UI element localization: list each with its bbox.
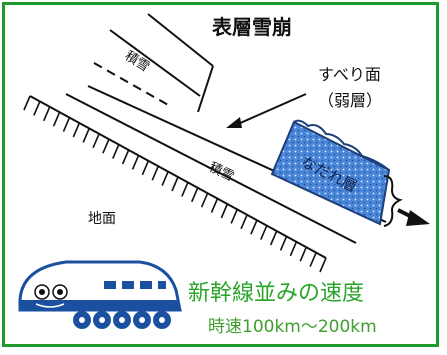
slip-surface-arrow (226, 93, 307, 128)
ground-hatch-tick (190, 187, 199, 203)
lower-snow-label: 積雪 (206, 160, 236, 185)
ground-label: 地面 (88, 211, 116, 227)
ground-hatch-tick (62, 117, 71, 132)
ground-hatch-tick (121, 149, 130, 165)
ground-hatch-tick (72, 122, 81, 138)
ground-hatch-tick (250, 219, 258, 235)
ground-hatch-tick (171, 176, 179, 192)
ground-hatch-tick (92, 133, 100, 149)
ground-hatch-tick (260, 225, 268, 240)
speed-title: 新幹線並みの速度 (188, 281, 364, 306)
slope-surface (65, 93, 357, 244)
ground-hatch-tick (112, 144, 120, 159)
slip-surface-label: すべり面 (318, 65, 381, 84)
motion-arrow (397, 208, 430, 226)
ground-hatch-tick (210, 198, 219, 213)
ground-hatch-tick (42, 106, 51, 122)
upper-snow-label: 積雪 (122, 49, 152, 76)
avalanche-bracket (383, 175, 403, 227)
ground-hatch-tick (151, 165, 160, 181)
ground-hatch-tick (23, 95, 31, 111)
ground-hatch-tick (279, 236, 288, 251)
ground-hatch-tick (161, 171, 169, 186)
ground-hatching (23, 95, 327, 273)
ground-hatch-tick (102, 138, 110, 154)
weak-layer-label: （弱層） (318, 91, 382, 110)
ground-hatch-tick (52, 111, 61, 127)
ground-hatch-tick (269, 230, 278, 246)
speed-value: 時速100km～200km (208, 317, 377, 337)
ground-hatch-tick (82, 128, 90, 143)
ground-hatch-tick (240, 214, 248, 230)
shinkansen-train-icon (18, 260, 182, 329)
avalanche-block (270, 119, 391, 226)
ground-hatch-tick (200, 192, 209, 208)
ground-hatch-tick (319, 257, 327, 273)
ground-hatch-tick (131, 155, 140, 170)
ground-hatch-tick (230, 209, 238, 224)
diagram-title: 表層雪崩 (212, 15, 292, 39)
ground-hatch-tick (299, 246, 308, 262)
ground-hatch-tick (309, 252, 317, 267)
ground-hatch-tick (141, 160, 150, 176)
ground-hatch-tick (33, 101, 41, 116)
ground-hatch-tick (181, 182, 189, 197)
ground-hatch-tick (289, 241, 298, 257)
ground-hatch-tick (220, 203, 229, 219)
